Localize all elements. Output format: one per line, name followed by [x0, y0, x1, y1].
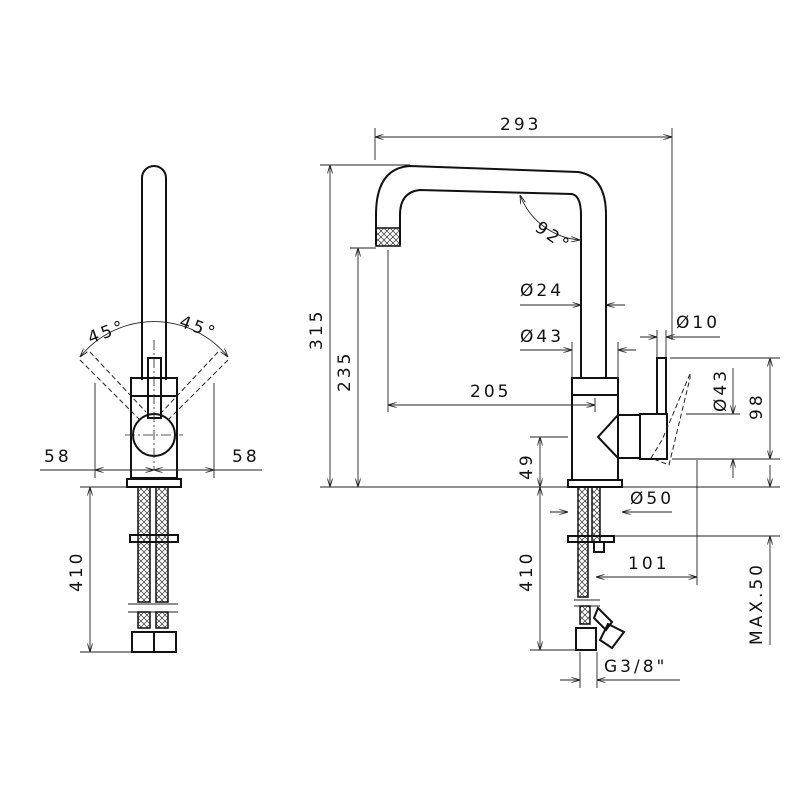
angled-connector — [592, 606, 626, 650]
cartridge-housing — [618, 414, 641, 459]
base-plate-front — [126, 478, 182, 488]
lever-offset-label: 101 — [628, 554, 669, 574]
lever-handle-side — [656, 357, 667, 415]
max-deck-thickness-label: MAX.50 — [747, 562, 767, 645]
lever-front — [147, 357, 162, 419]
spout-angle-label: 92° — [531, 218, 575, 257]
side-view: 92° 293 315 235 205 — [307, 115, 780, 688]
body-diameter-label: Ø43 — [520, 327, 564, 347]
front-view: 45° 45° 58 58 410 — [40, 165, 262, 653]
angle-right-label: 45° — [177, 312, 221, 344]
reach-label: 293 — [500, 115, 541, 135]
connection-thread-label: G3/8" — [604, 657, 667, 677]
lever-open-dashed — [650, 373, 691, 466]
spout-height-label: 235 — [335, 351, 355, 392]
cartridge-diameter-label: Ø43 — [711, 368, 731, 412]
spout-outer — [375, 164, 607, 378]
base-diameter-label: Ø50 — [630, 489, 674, 509]
hose-length-side-label: 410 — [517, 551, 537, 592]
base-height-label: 49 — [517, 452, 537, 480]
mounting-plate-front — [129, 534, 179, 543]
base-plate-side — [567, 479, 623, 488]
spout-inner — [399, 188, 582, 378]
spout-reach-label: 205 — [470, 382, 511, 402]
faucet-body-side — [571, 377, 619, 481]
threaded-rod — [591, 486, 601, 543]
spout-diameter-label: Ø24 — [520, 281, 564, 301]
spout-tube-front — [141, 165, 167, 380]
total-height-label: 315 — [307, 309, 327, 350]
lever-height-label: 98 — [747, 392, 767, 420]
nut-left — [131, 631, 155, 653]
width-right-label: 58 — [232, 447, 260, 467]
lever-diameter-label: Ø10 — [676, 313, 720, 333]
width-left-label: 58 — [44, 447, 72, 467]
angle-left-label: 45° — [85, 316, 129, 348]
swing-arc — [80, 321, 228, 357]
nut-right — [153, 631, 177, 653]
hose-right — [155, 486, 169, 603]
nut-side — [575, 627, 597, 651]
hose-length-front-label: 410 — [67, 551, 87, 592]
hose-left — [137, 486, 151, 603]
mounting-plate-side — [567, 535, 615, 543]
aerator — [375, 227, 401, 247]
